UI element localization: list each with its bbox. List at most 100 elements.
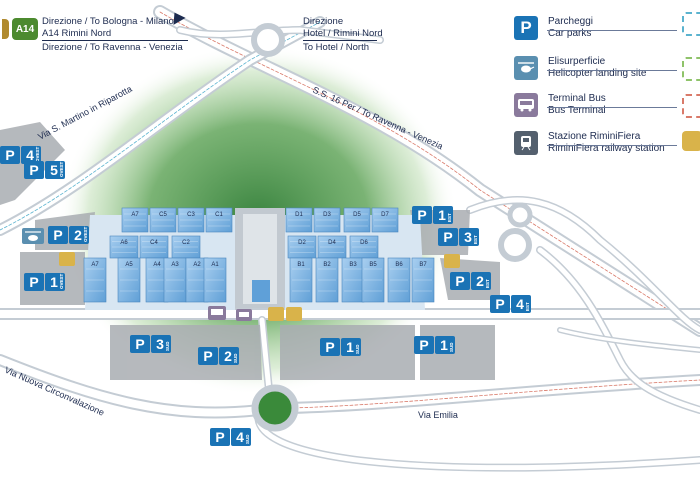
parking-number: 1 (440, 337, 448, 353)
legend-rule (547, 70, 677, 71)
hall-b1[interactable]: B1 (289, 257, 313, 303)
hall-a7[interactable]: A7 (121, 207, 149, 233)
hall-label: A4 (153, 262, 161, 268)
hall-label: B2 (323, 262, 331, 268)
parking-side: EST (473, 235, 478, 244)
hall-c1[interactable]: C1 (205, 207, 233, 233)
parking-side: SUD (245, 434, 250, 444)
hall-c3[interactable]: C3 (177, 207, 205, 233)
hall-d6[interactable]: D6 (349, 235, 379, 259)
hall-label: B6 (395, 262, 403, 268)
hall-d4[interactable]: D4 (317, 235, 347, 259)
hall-d3[interactable]: D3 (313, 207, 341, 233)
hall-label: D4 (328, 240, 336, 246)
parking-side: SUD (449, 342, 454, 352)
hall-label: B7 (419, 262, 427, 268)
hall-label: A7 (91, 262, 99, 268)
parking-number: 3 (464, 229, 472, 245)
legend-line: Terminal Bus (548, 93, 606, 104)
parking-number: 5 (50, 162, 58, 178)
direction-right-line-2: Hotel / Rimini Nord (303, 28, 383, 39)
parking-side: OVEST (59, 273, 64, 289)
hall-label: A6 (120, 240, 128, 246)
parking-letter: P (419, 337, 428, 353)
legend-line: Elisurperficie (548, 56, 606, 67)
direction-right-line-3: To Hotel / North (303, 42, 369, 53)
hall-a5[interactable]: A5 (117, 257, 141, 303)
train-icon (514, 131, 538, 155)
parking-number: 4 (516, 296, 524, 312)
directions-right: Direzione Hotel / Rimini Nord To Hotel /… (303, 16, 383, 54)
hall-d7[interactable]: D7 (371, 207, 399, 233)
car-icon (59, 252, 460, 321)
hall-label: D6 (360, 240, 368, 246)
hall-label: A7 (131, 212, 139, 218)
helicopter-badge (22, 228, 44, 244)
road-network (0, 5, 700, 472)
parking-side: SUD (355, 344, 360, 354)
hall-a1[interactable]: A1 (203, 257, 227, 303)
hall-a6[interactable]: A6 (109, 235, 139, 259)
parking-letter: P (325, 339, 334, 355)
hall-b5[interactable]: B5 (361, 257, 385, 303)
legend-rule (547, 145, 677, 146)
entrance (252, 280, 270, 302)
parking-number: 1 (346, 339, 354, 355)
parking-letter: P (443, 229, 452, 245)
hall-label: D1 (295, 212, 303, 218)
hall-c5[interactable]: C5 (149, 207, 177, 233)
parking-number: 4 (26, 147, 34, 163)
hall-a3[interactable]: A3 (163, 257, 187, 303)
hall-b7[interactable]: B7 (411, 257, 435, 303)
hall-d2[interactable]: D2 (287, 235, 317, 259)
hall-label: A3 (171, 262, 179, 268)
parking-letter: P (135, 336, 144, 352)
helicopter-icon (514, 56, 538, 80)
hall-d1[interactable]: D1 (285, 207, 313, 233)
hall-label: D5 (353, 212, 361, 218)
hall-a7[interactable]: A7 (83, 257, 107, 303)
hall-d5[interactable]: D5 (343, 207, 371, 233)
road-label-emilia: Via Emilia (418, 410, 458, 420)
route-icon-yellow (682, 131, 700, 151)
direction-line-1: Direzione / To Bologna - Milano (42, 16, 174, 27)
roundabouts (251, 23, 533, 432)
direction-line-3: Direzione / To Ravenna - Venezia (42, 42, 183, 53)
parking-side: EST (485, 279, 490, 288)
parking-side: EST (525, 302, 530, 311)
hall-c4[interactable]: C4 (139, 235, 169, 259)
hall-label: B3 (349, 262, 357, 268)
hall-b2[interactable]: B2 (315, 257, 339, 303)
direction-rule-left (42, 40, 188, 41)
legend-line: Bus Terminal (548, 105, 606, 116)
roundabout-far-east (507, 202, 533, 228)
legend-line: Helicopter landing site (548, 68, 647, 79)
parking-letter: P (29, 274, 38, 290)
parking-letter: P (215, 429, 224, 445)
parking-number: 2 (476, 273, 484, 289)
hall-b3[interactable]: B3 (341, 257, 365, 303)
hall-c2[interactable]: C2 (171, 235, 201, 259)
parking-side: SUD (233, 353, 238, 363)
exit-badge (2, 19, 9, 39)
hall-b6[interactable]: B6 (387, 257, 411, 303)
legend-rule (547, 107, 677, 108)
